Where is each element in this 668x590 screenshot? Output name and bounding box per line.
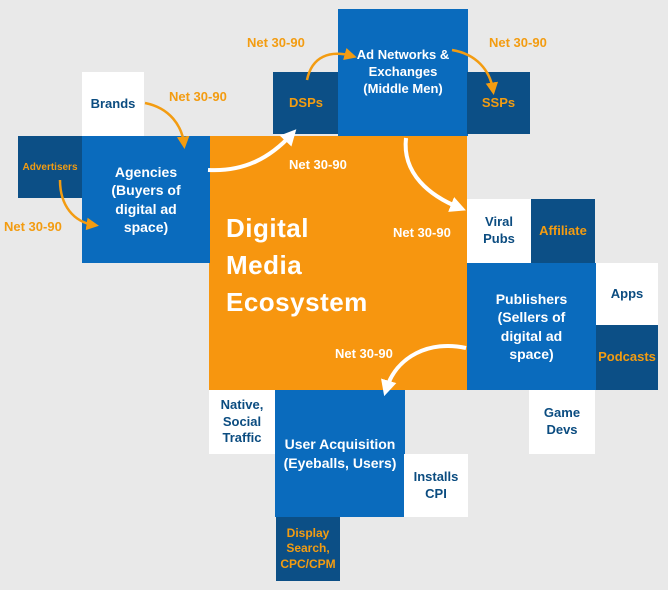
display-search-node: Display Search, CPC/CPM (276, 517, 340, 581)
ad-networks-label: Ad Networks & Exchanges (Middle Men) (356, 47, 450, 96)
ssps-label: SSPs (481, 94, 516, 110)
publishers-label: Publishers (Sellers of digital ad space) (495, 291, 568, 362)
publishers-node: Publishers (Sellers of digital ad space) (467, 263, 596, 390)
podcasts-label: Podcasts (598, 349, 656, 365)
native-social-label: Native, Social Traffic (220, 396, 264, 446)
advertisers-label: Advertisers (22, 161, 78, 173)
ecosystem-title-line-1: Digital (226, 213, 309, 243)
viral-pubs-node: Viral Pubs (467, 199, 531, 263)
user-acquisition-label: User Acquisition (Eyeballs, Users) (283, 436, 397, 471)
game-devs-label: Game Devs (543, 405, 581, 437)
ecosystem-title-line-3: Ecosystem (226, 287, 368, 317)
label-publishers-to-users: Net 30-90 (335, 346, 393, 361)
brands-node: Brands (82, 72, 144, 136)
affiliate-label: Affiliate (539, 222, 587, 238)
native-social-node: Native, Social Traffic (209, 390, 275, 454)
dsps-label: DSPs (289, 94, 323, 110)
ad-networks-node: Ad Networks & Exchanges (Middle Men) (338, 9, 468, 136)
label-networks-to-ssp: Net 30-90 (489, 35, 547, 50)
label-brands-to-agencies: Net 30-90 (169, 89, 227, 104)
label-dsp-to-networks: Net 30-90 (247, 35, 305, 50)
viral-pubs-label: Viral Pubs (483, 214, 515, 246)
advertisers-node: Advertisers (18, 136, 82, 198)
apps-node: Apps (596, 263, 658, 325)
dsps-node: DSPs (273, 72, 339, 134)
podcasts-node: Podcasts (596, 325, 658, 390)
label-networks-to-publishers: Net 30-90 (393, 225, 451, 240)
ecosystem-title-line-2: Media (226, 250, 303, 280)
brands-label: Brands (90, 95, 136, 111)
label-agencies-to-dsps: Net 30-90 (289, 157, 347, 172)
label-advertisers-to-agencies: Net 30-90 (4, 219, 62, 234)
display-search-label: Display Search, CPC/CPM (280, 525, 336, 571)
apps-label: Apps (610, 285, 644, 301)
ecosystem-title: Digital Media Ecosystem (226, 210, 368, 321)
user-acquisition-node: User Acquisition (Eyeballs, Users) (275, 390, 405, 517)
agencies-label: Agencies (Buyers of digital ad space) (111, 164, 181, 235)
installs-cpi-node: Installs CPI (404, 454, 468, 517)
game-devs-node: Game Devs (529, 390, 595, 454)
ssps-node: SSPs (467, 72, 530, 134)
agencies-node: Agencies (Buyers of digital ad space) (82, 136, 210, 263)
installs-cpi-label: Installs CPI (413, 468, 459, 501)
affiliate-node: Affiliate (531, 199, 595, 263)
